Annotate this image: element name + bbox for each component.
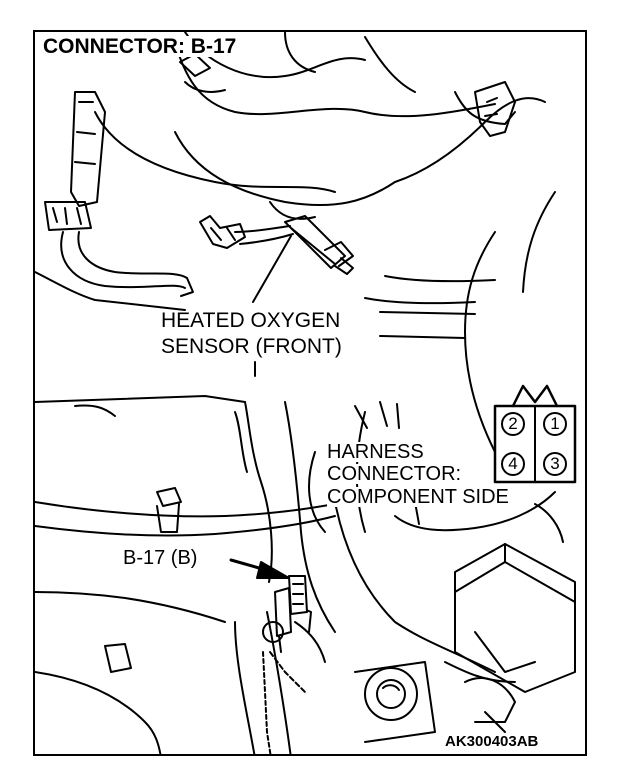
- connector-callout-label: B-17 (B): [123, 547, 198, 569]
- leader-lines: [252, 235, 292, 377]
- left-tube-drawing: [35, 91, 194, 311]
- bracket-drawing: [474, 81, 516, 137]
- oxygen-sensor-drawing: [199, 215, 354, 275]
- harness-wire-drawing: [262, 605, 326, 754]
- sensor-label-line1: HEATED OXYGEN: [161, 309, 341, 332]
- connector-pin: 3: [543, 452, 567, 476]
- harness-label-line1: HARNESS: [327, 441, 424, 463]
- connector-pin: 1: [543, 412, 567, 436]
- harness-label-line2: CONNECTOR:: [327, 463, 462, 485]
- diagram-title: CONNECTOR: B-17: [43, 36, 240, 57]
- lower-engine-drawing: [35, 395, 564, 673]
- pulley-drawing: [354, 661, 516, 743]
- b17-connector-drawing: [262, 575, 308, 653]
- b17-callout-arrow: [229, 558, 290, 579]
- connector-face-drawing: [493, 384, 577, 484]
- lower-left-drawing: [35, 591, 292, 754]
- mid-engine-outline: [364, 191, 556, 453]
- diagram-frame: CONNECTOR: B-17 HEATED OXYGEN SENSOR (FR…: [33, 30, 587, 756]
- relay-box-drawing: [444, 543, 576, 693]
- connector-pin: 2: [501, 412, 525, 436]
- sensor-label-line2: SENSOR (FRONT): [161, 335, 342, 358]
- harness-label-line3: COMPONENT SIDE: [327, 486, 509, 508]
- exhaust-manifold-drawing: [94, 32, 546, 220]
- figure-code: AK300403AB: [445, 733, 539, 750]
- engine-illustration: [35, 32, 577, 754]
- connector-pin: 4: [501, 452, 525, 476]
